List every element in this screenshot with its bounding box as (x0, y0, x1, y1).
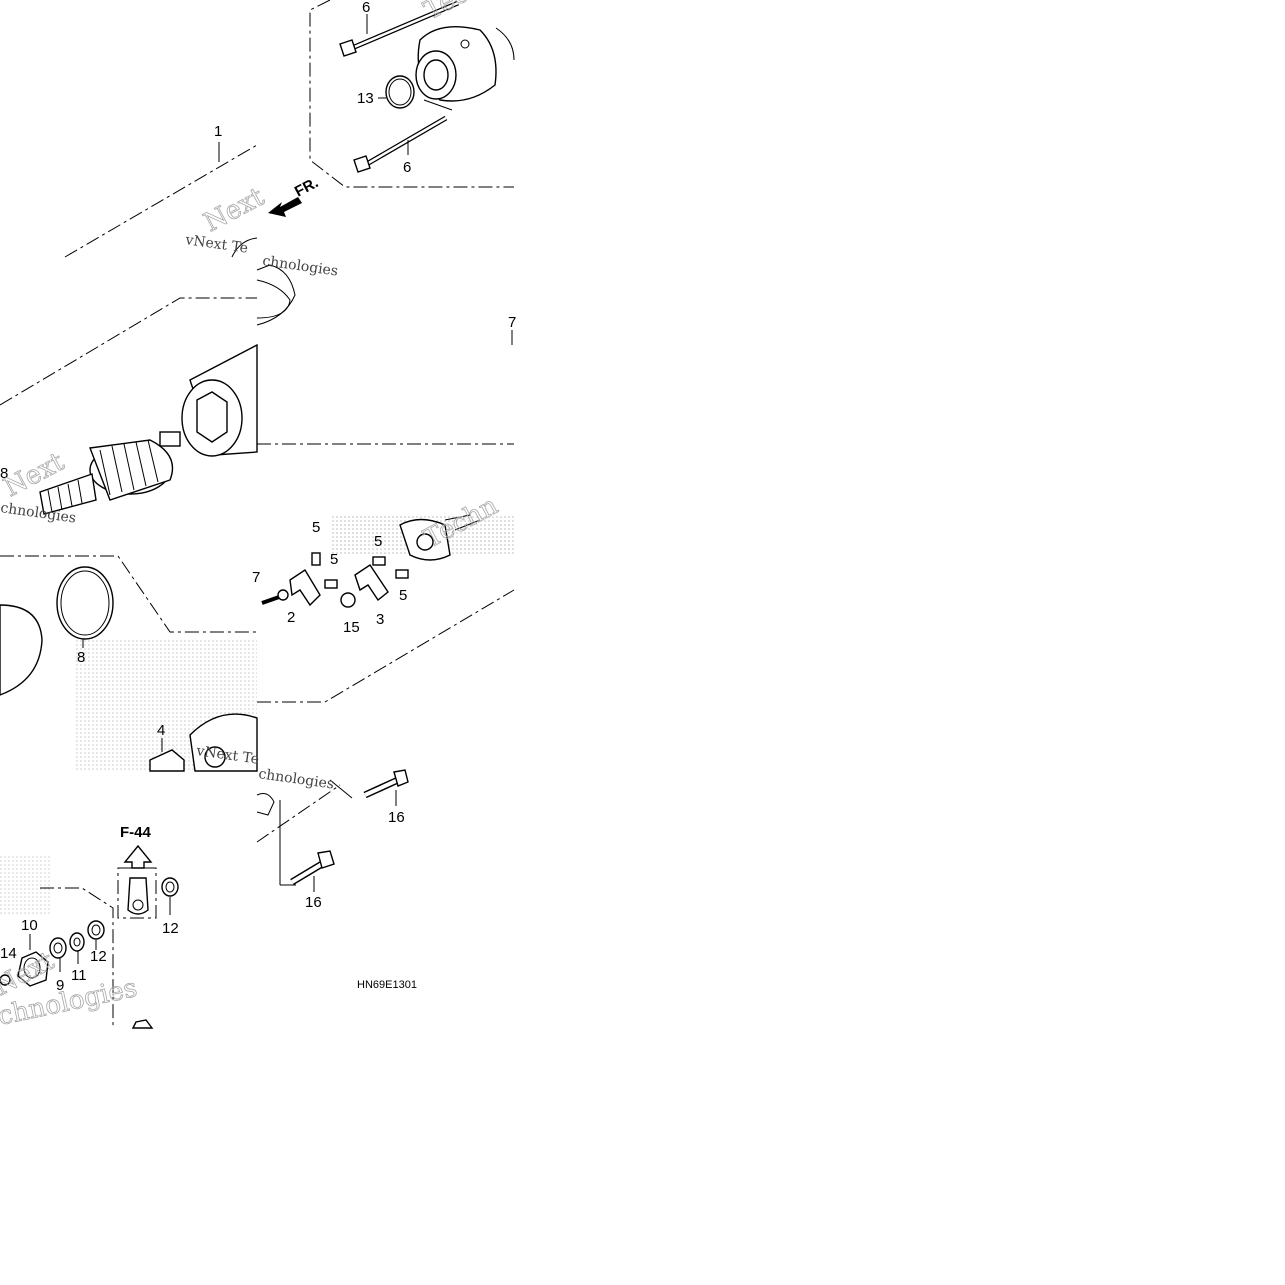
tile-rear-cover: 6 13 6 FR. (268, 0, 515, 217)
washer-part-14 (0, 974, 11, 986)
callout-15: 15 (343, 619, 360, 636)
callout-14: 14 (0, 945, 17, 962)
callout-16-top: 16 (388, 809, 405, 826)
nut-part-12-top (161, 877, 179, 897)
watermark-ghost-3: Techn (419, 0, 503, 26)
terminal-part-4 (149, 749, 185, 772)
callout-7-mid: 7 (252, 569, 260, 586)
washer-part-9 (49, 937, 67, 959)
tile-terminal-hardware: F-44 12 10 9 11 12 14 Next chnolo (0, 824, 179, 1032)
callout-1: 1 (214, 123, 222, 140)
brush-part-2 (289, 569, 321, 607)
ref-page-marker: F-44 (120, 824, 152, 841)
callout-6-bottom: 6 (403, 159, 411, 176)
o-ring-part-13 (385, 75, 415, 109)
washer-part-11 (69, 932, 85, 952)
callout-12-bottom: 12 (90, 948, 107, 965)
watermark-part-b-bottom: chnologies (257, 766, 335, 792)
front-cover-part (189, 713, 258, 772)
yoke-tube-part (181, 343, 258, 457)
callout-6-top: 6 (362, 0, 370, 16)
callout-5-d: 5 (399, 587, 407, 604)
diagram-code: HN69E1301 (357, 979, 417, 991)
callout-11: 11 (71, 967, 87, 984)
callout-8-top: 8 (0, 465, 8, 482)
callout-16-bottom: 16 (305, 894, 322, 911)
rear-cover-part (415, 25, 515, 102)
nut-part-12-bottom (87, 920, 105, 940)
callout-9: 9 (56, 977, 64, 994)
tile-armature: 8 Next chnologies (0, 264, 296, 527)
callout-4: 4 (157, 722, 165, 739)
callout-8-bottom: 8 (77, 649, 85, 666)
tile-yoke-lower: 8 4 vNext Te (0, 555, 260, 772)
tile-yoke-right: chnologies 7 (256, 253, 516, 445)
o-ring-part-8 (56, 566, 114, 640)
bolt-part-6-top (339, 0, 459, 57)
callout-12-top: 12 (162, 920, 179, 937)
brush-holder-part (399, 514, 481, 561)
tile-yoke-top: 1 vNext Te Next (64, 123, 270, 258)
front-marker: FR. (292, 174, 321, 200)
callout-5-b: 5 (330, 551, 338, 568)
armature-part (39, 431, 181, 515)
callout-5-c: 5 (374, 533, 382, 550)
watermark-part-b-top: chnologies (261, 253, 339, 279)
callout-13: 13 (357, 90, 374, 107)
spring-parts-5 (311, 552, 409, 589)
brush-part-3 (354, 564, 389, 602)
callout-2: 2 (287, 609, 295, 626)
bolt-part-6-bottom (353, 115, 448, 173)
front-direction-arrow: FR. (268, 174, 321, 217)
callout-7-top: 7 (508, 314, 516, 331)
callout-10: 10 (21, 917, 38, 934)
watermark-ghost-1: Next (199, 182, 269, 238)
screw-part-7 (261, 589, 289, 605)
tile-mounting-bolts: 16 16 HN69E1301 chnologies (256, 766, 417, 991)
nut-part-10 (17, 951, 49, 987)
callout-5-a: 5 (312, 519, 320, 536)
bolt-part-16-top (363, 769, 409, 799)
bolt-part-16-bottom (290, 850, 335, 886)
ref-arrow (123, 844, 153, 869)
tile-brush-holder: 5 5 5 5 7 2 15 3 Techn Techn (252, 0, 515, 703)
screw-part-15 (340, 592, 356, 608)
callout-3: 3 (376, 611, 384, 628)
